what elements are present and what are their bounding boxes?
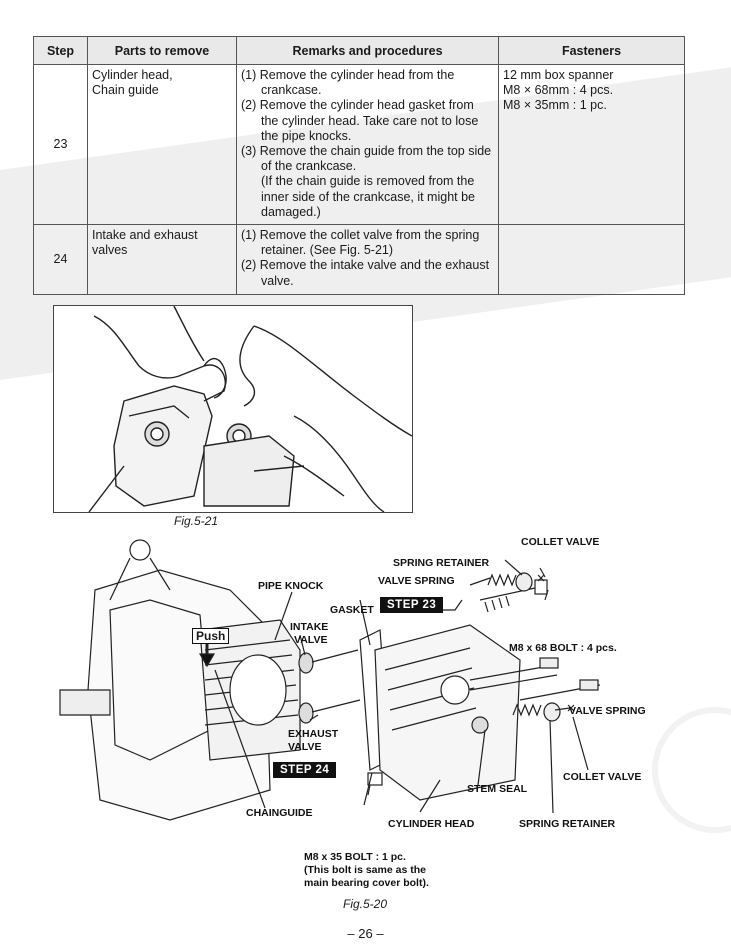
label-m8x68-bolt: M8 x 68 BOLT : 4 pcs. (509, 642, 617, 654)
label-collet-valve-top: COLLET VALVE (521, 536, 600, 548)
label-exhaust-line1: EXHAUST (288, 728, 339, 740)
label-m8x35-line2: (This bolt is same as the (304, 864, 426, 876)
parts-cell: Intake and exhaust valves (87, 224, 237, 295)
label-valve-spring-right: VALVE SPRING (569, 705, 646, 717)
label-intake-line1: INTAKE (290, 621, 329, 633)
procedures-cell: (1) Remove the cylinder head from the cr… (236, 64, 499, 225)
exploded-diagram (59, 539, 601, 821)
label-gasket: GASKET (330, 604, 374, 616)
procedure-item: (2) Remove the intake valve and the exha… (241, 258, 490, 288)
label-spring-retainer-bottom: SPRING RETAINER (519, 818, 616, 830)
table-row: 24 Intake and exhaust valves (1) Remove … (33, 224, 685, 295)
label-m8x35-line1: M8 x 35 BOLT : 1 pc. (304, 851, 406, 863)
label-m8x35-line3: main bearing cover bolt). (304, 877, 429, 889)
label-pipe-knock: PIPE KNOCK (258, 580, 324, 592)
label-collet-valve-right: COLLET VALVE (563, 771, 642, 783)
hands-photo-illustration (88, 306, 412, 512)
procedure-item: (2) Remove the cylinder head gasket from… (241, 98, 479, 143)
header-step: Step (33, 36, 88, 65)
label-stem-seal: STEM SEAL (467, 783, 528, 795)
parts-cell: Cylinder head, Chain guide (87, 64, 237, 225)
header-parts: Parts to remove (87, 36, 237, 65)
procedure-item: (1) Remove the cylinder head from the cr… (241, 68, 455, 98)
parts-text: Cylinder head, (92, 68, 173, 82)
label-valve-spring-top: VALVE SPRING (378, 575, 455, 587)
figure-caption: Fig.5-21 (174, 514, 219, 528)
header-fasteners: Fasteners (498, 36, 685, 65)
label-intake-line2: VALVE (294, 634, 328, 646)
parts-text: Intake and exhaust (92, 228, 198, 242)
figure-caption: Fig.5-20 (343, 897, 388, 911)
label-chainguide: CHAINGUIDE (246, 807, 313, 819)
page-number: – 26 – (347, 926, 384, 941)
fastener-item: M8 × 35mm : 1 pc. (503, 98, 607, 113)
label-exhaust-line2: VALVE (288, 741, 322, 753)
disassembly-table: Step Parts to remove Remarks and procedu… (33, 36, 685, 295)
fastener-item: M8 × 68mm : 4 pcs. (503, 83, 614, 98)
fasteners-cell (498, 224, 685, 295)
table-row: 23 Cylinder head, Chain guide (1) Remove… (33, 64, 685, 225)
step24-badge: STEP 24 (273, 762, 337, 778)
step23-badge: STEP 23 (380, 597, 444, 613)
label-spring-retainer-top: SPRING RETAINER (393, 557, 490, 569)
procedure-item: (1) Remove the collet valve from the spr… (241, 228, 480, 258)
procedure-item: (3) Remove the chain guide from the top … (241, 144, 492, 174)
push-label: Push (192, 628, 230, 644)
procedures-cell: (1) Remove the collet valve from the spr… (236, 224, 499, 295)
step-number: 23 (33, 64, 88, 225)
fastener-item: 12 mm box spanner (503, 68, 614, 82)
photo-figure-5-21 (53, 305, 413, 513)
parts-text: valves (92, 243, 128, 258)
header-remarks: Remarks and procedures (236, 36, 499, 65)
step-number: 24 (33, 224, 88, 295)
procedure-note: (If the chain guide is removed from the … (261, 174, 476, 219)
parts-text: Chain guide (92, 83, 159, 98)
label-cylinder-head: CYLINDER HEAD (388, 818, 475, 830)
fasteners-cell: 12 mm box spanner M8 × 68mm : 4 pcs. M8 … (498, 64, 685, 225)
